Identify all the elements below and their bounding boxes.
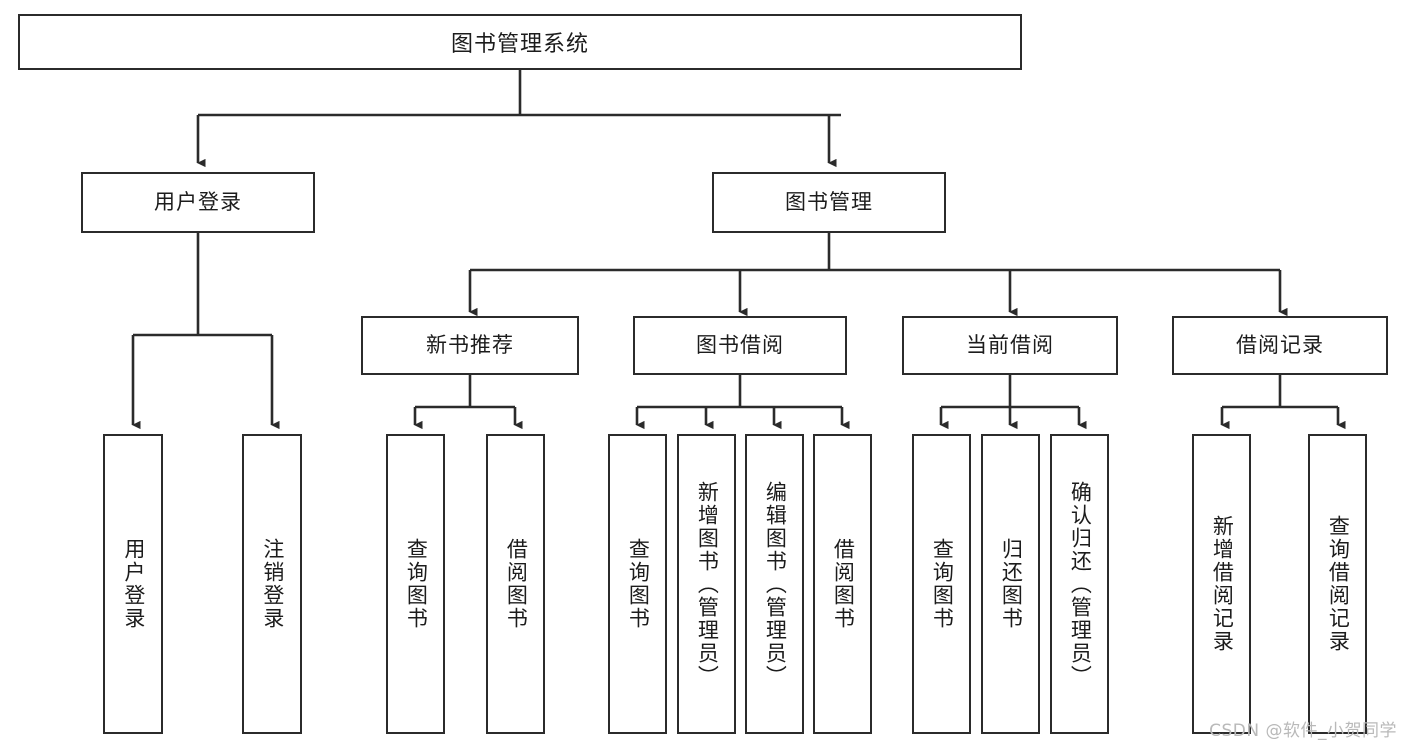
leaf-add-book[interactable]: 新增图书（管理员） bbox=[677, 434, 736, 734]
leaf-user-login[interactable]: 用户登录 bbox=[103, 434, 163, 734]
node-book-management-label: 图书管理 bbox=[785, 190, 873, 215]
leaf-edit-book-label: 编辑图书（管理员） bbox=[763, 480, 788, 688]
node-current-borrow-label: 当前借阅 bbox=[966, 333, 1054, 358]
leaf-borrow-book-1-label: 借阅图书 bbox=[504, 538, 529, 630]
node-root-system[interactable]: 图书管理系统 bbox=[18, 14, 1022, 70]
node-user-login-label: 用户登录 bbox=[154, 190, 242, 215]
leaf-query-record[interactable]: 查询借阅记录 bbox=[1308, 434, 1367, 734]
node-book-borrow[interactable]: 图书借阅 bbox=[633, 316, 847, 375]
leaf-borrow-book-2-label: 借阅图书 bbox=[831, 538, 856, 630]
node-borrow-record[interactable]: 借阅记录 bbox=[1172, 316, 1388, 375]
node-user-login[interactable]: 用户登录 bbox=[81, 172, 315, 233]
leaf-add-record[interactable]: 新增借阅记录 bbox=[1192, 434, 1251, 734]
node-borrow-record-label: 借阅记录 bbox=[1236, 333, 1324, 358]
leaf-return-book[interactable]: 归还图书 bbox=[981, 434, 1040, 734]
node-root-label: 图书管理系统 bbox=[450, 32, 589, 57]
node-new-book-recommend[interactable]: 新书推荐 bbox=[361, 316, 579, 375]
leaf-return-book-label: 归还图书 bbox=[999, 538, 1024, 630]
leaf-confirm-return[interactable]: 确认归还（管理员） bbox=[1050, 434, 1109, 734]
leaf-add-book-label: 新增图书（管理员） bbox=[695, 480, 720, 688]
leaf-query-book-3-label: 查询图书 bbox=[930, 538, 955, 630]
csdn-watermark: CSDN @软件_小贺同学 bbox=[1209, 721, 1397, 741]
leaf-query-book-1-label: 查询图书 bbox=[404, 538, 429, 630]
leaf-borrow-book-2[interactable]: 借阅图书 bbox=[813, 434, 872, 734]
leaf-add-record-label: 新增借阅记录 bbox=[1210, 515, 1235, 653]
node-new-book-recommend-label: 新书推荐 bbox=[426, 333, 514, 358]
leaf-edit-book[interactable]: 编辑图书（管理员） bbox=[745, 434, 804, 734]
leaf-user-login-label: 用户登录 bbox=[121, 538, 146, 630]
leaf-query-record-label: 查询借阅记录 bbox=[1326, 515, 1351, 653]
leaf-query-book-2-label: 查询图书 bbox=[626, 538, 651, 630]
leaf-user-logout[interactable]: 注销登录 bbox=[242, 434, 302, 734]
leaf-query-book-2[interactable]: 查询图书 bbox=[608, 434, 667, 734]
leaf-borrow-book-1[interactable]: 借阅图书 bbox=[486, 434, 545, 734]
leaf-query-book-1[interactable]: 查询图书 bbox=[386, 434, 445, 734]
leaf-query-book-3[interactable]: 查询图书 bbox=[912, 434, 971, 734]
leaf-confirm-return-label: 确认归还（管理员） bbox=[1068, 480, 1093, 688]
leaf-user-logout-label: 注销登录 bbox=[260, 538, 285, 630]
node-book-management[interactable]: 图书管理 bbox=[712, 172, 946, 233]
node-book-borrow-label: 图书借阅 bbox=[696, 333, 784, 358]
node-current-borrow[interactable]: 当前借阅 bbox=[902, 316, 1118, 375]
